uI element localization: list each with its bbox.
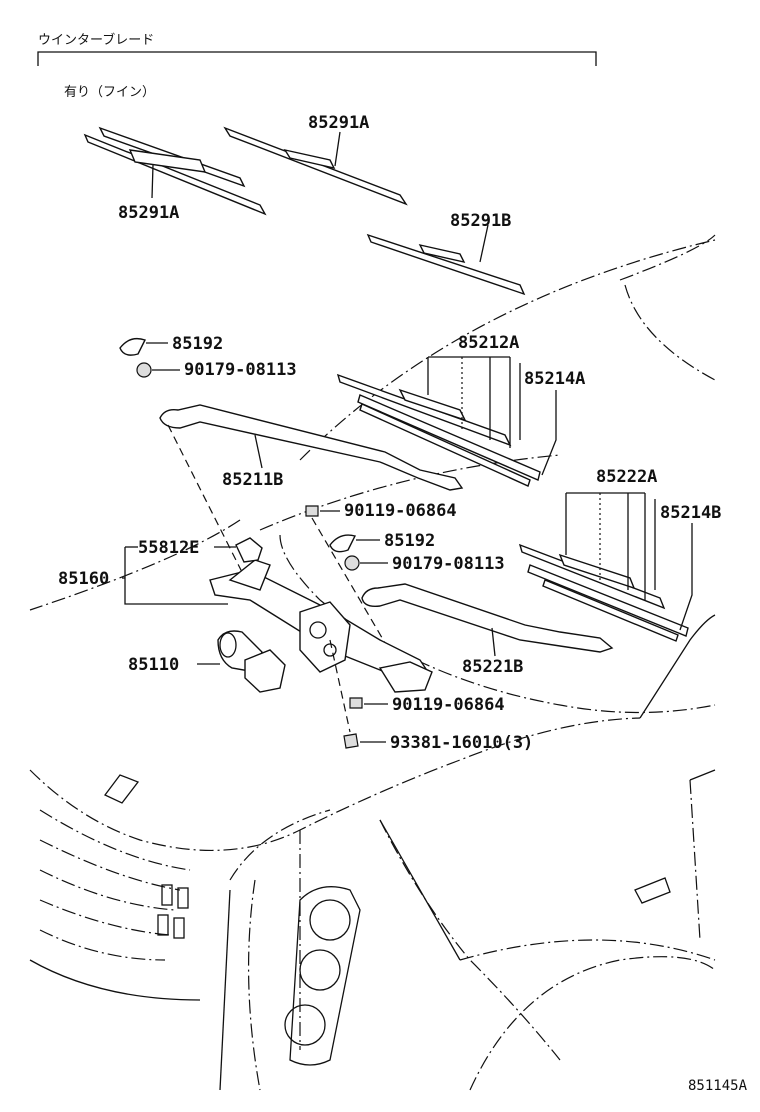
label-85110: 85110 (128, 655, 179, 675)
cap-85192-upper: 85192 (119, 334, 223, 356)
blade-85291b: 85291B (366, 211, 526, 296)
label-85214a: 85214A (524, 369, 585, 389)
bolt-90119-upper: 90119-06864 (305, 501, 457, 661)
label-55812e: 55812E (138, 538, 199, 558)
winter-blade-bracket: ウインターブレード 有り（フイン） (37, 32, 597, 100)
label-85211b: 85211B (222, 470, 283, 490)
label-85212a: 85212A (458, 333, 519, 353)
screw-93381: 93381-16010(3) (329, 639, 533, 753)
blade-85291a-top: 85291A (223, 113, 408, 206)
label-85192-lower: 85192 (384, 531, 435, 551)
arm-85211b: 85211B (159, 404, 464, 589)
label-85214b: 85214B (660, 503, 721, 523)
label-90179-lower: 90179-08113 (392, 554, 505, 574)
label-93381: 93381-16010(3) (390, 733, 533, 753)
label-85291b: 85291B (450, 211, 511, 231)
label-85291a-left: 85291A (118, 203, 179, 223)
option-label: 有り（フイン） (64, 85, 155, 100)
bolt-90119-lower: 90119-06864 (349, 695, 505, 715)
motor-85110: 85110 (128, 630, 286, 693)
label-85221b: 85221B (462, 657, 523, 677)
label-90179-upper: 90179-08113 (184, 360, 297, 380)
vehicle-body-outline (29, 234, 716, 1091)
label-85192-upper: 85192 (172, 334, 223, 354)
blade-85212a: 85212A 85214A (336, 333, 585, 487)
label-90119-lower: 90119-06864 (392, 695, 505, 715)
label-85160: 85160 (58, 569, 109, 589)
drawing-number: 851145A (688, 1078, 748, 1094)
label-85291a-top: 85291A (308, 113, 369, 133)
blade-85291a-left: 85291A (83, 126, 267, 223)
section-label: ウインターブレード (38, 32, 154, 48)
nut-90179-lower: 90179-08113 (344, 554, 505, 574)
label-90119-upper: 90119-06864 (344, 501, 457, 521)
arm-85221b: 85221B (361, 583, 614, 677)
nut-90179-upper: 90179-08113 (136, 360, 297, 380)
blade-85222a: 85222A 85214B (518, 467, 721, 642)
label-85222a: 85222A (596, 467, 657, 487)
cap-85192-lower: 85192 (329, 531, 435, 553)
wiper-link-85160: 55812E 85160 (58, 537, 433, 693)
